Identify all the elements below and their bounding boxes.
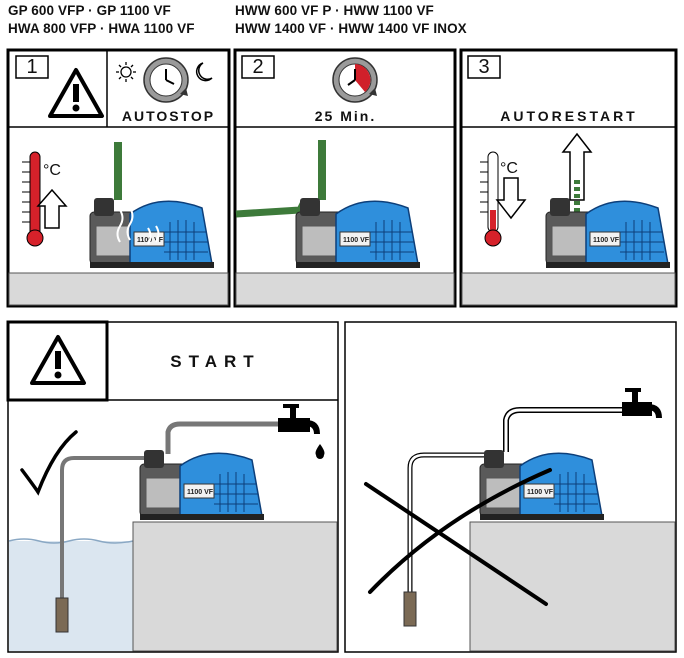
moon-icon [195,62,213,82]
water-drop-icon [315,444,325,459]
faucet-icon [278,404,320,434]
model-list-left-1: GP 600 VFP · GP 1100 VF [8,3,171,18]
heat-waves-icon [116,207,160,245]
cross-icon [364,468,552,606]
warning-triangle-icon [48,68,104,118]
model-list-right-1: HWW 600 VF P · HWW 1100 VF [235,3,434,18]
start-label: START [170,352,261,371]
pump-correct-install [139,449,265,521]
step-3-label: AUTORESTART [500,108,638,124]
checkmark-icon [20,430,78,496]
pump-overheating [89,197,215,269]
warning-triangle-icon-2 [30,335,86,385]
model-list-left-2: HWA 800 VFP · HWA 1100 VF [8,21,195,36]
thermometer-unit-3: °C [500,160,518,177]
step-1-number: 1 [26,56,38,78]
pump-cooling [295,197,421,269]
arrow-up-icon [36,188,68,229]
step-2-number: 2 [252,56,264,78]
sun-icon [116,62,136,82]
model-list-right-2: HWW 1400 VF · HWW 1400 VF INOX [235,21,467,36]
step-3-number: 3 [478,56,490,78]
clock-timer-icon [143,57,189,103]
step-1-label: AUTOSTOP [121,108,216,124]
faucet-icon-2 [622,388,662,418]
timer-25-icon [332,57,378,103]
pump-restarting [545,197,671,269]
pump-wrong-install [479,449,605,521]
thermometer-icon [22,151,44,247]
arrow-up-outline-icon [561,132,593,201]
arrow-down-icon [495,177,527,220]
step-2-label: 25 Min. [314,108,377,124]
thermometer-icon-2 [480,151,502,247]
thermometer-unit-1: °C [43,162,61,179]
